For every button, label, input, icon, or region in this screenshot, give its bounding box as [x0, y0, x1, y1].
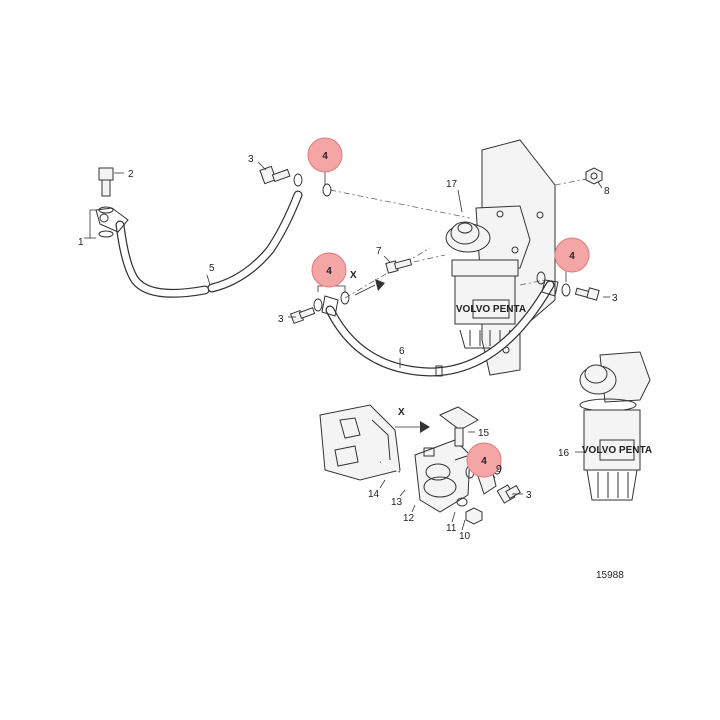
callout-text: 4: [322, 151, 328, 162]
callout-10: 10: [459, 531, 471, 542]
callout-8: 8: [604, 186, 610, 197]
drawing-number: 15988: [596, 570, 624, 581]
leader-lines: [84, 161, 610, 531]
fuel-hose-5: [95, 190, 303, 298]
callout-3-right: 3: [612, 293, 618, 304]
filter-logo-17: VOLVO PENTA: [456, 304, 526, 315]
banjo-bolt-3-right: [536, 271, 600, 301]
view-marker-x-top: X: [350, 270, 357, 281]
highlighted-callout-4-middle: 4: [311, 252, 347, 288]
stud-14: [379, 461, 401, 473]
callout-7: 7: [376, 246, 382, 257]
washer-11-nut-10: [456, 497, 483, 525]
callout-6: 6: [399, 346, 405, 357]
callout-3-top: 3: [248, 154, 254, 165]
callout-2: 2: [128, 169, 134, 180]
callout-15: 15: [478, 428, 490, 439]
callout-16: 16: [558, 448, 570, 459]
engine-block-fragment: [319, 404, 401, 481]
banjo-bolt-3-top: [259, 165, 332, 197]
banjo-bolt-3-middle: [289, 291, 350, 325]
fuel-filter-assembly: [445, 205, 531, 349]
banjo-bolt-2: [98, 167, 114, 238]
fuel-pump-12: [414, 439, 471, 513]
view-arrows: [354, 279, 430, 433]
highlighted-callout-4-lower: 4: [466, 442, 502, 478]
highlighted-callout-4-top: 4: [307, 137, 343, 185]
callout-12: 12: [403, 513, 415, 524]
callout-17: 17: [446, 179, 458, 190]
primer-handle-15: [439, 406, 479, 447]
view-marker-x-lower: X: [398, 407, 405, 418]
callout-3-middle: 3: [278, 314, 284, 325]
callout-14: 14: [368, 489, 380, 500]
callout-13: 13: [391, 497, 403, 508]
callout-9: 9: [496, 464, 502, 475]
callout-5: 5: [209, 263, 215, 274]
bolt-7: [385, 258, 413, 274]
highlighted-callout-4-right: 4: [554, 237, 590, 273]
callout-text: 4: [326, 266, 332, 277]
callout-text: 4: [481, 456, 487, 467]
callout-3-lower: 3: [526, 490, 532, 501]
banjo-bolt-3-lower: [496, 484, 521, 504]
callout-1: 1: [78, 237, 84, 248]
callout-text: 4: [569, 251, 575, 262]
fuel-filter-16: [579, 351, 651, 501]
callout-11: 11: [446, 523, 457, 534]
nut-8: [585, 167, 603, 185]
filter-logo-16: VOLVO PENTA: [582, 445, 652, 456]
fuel-hose-6: [321, 279, 559, 377]
